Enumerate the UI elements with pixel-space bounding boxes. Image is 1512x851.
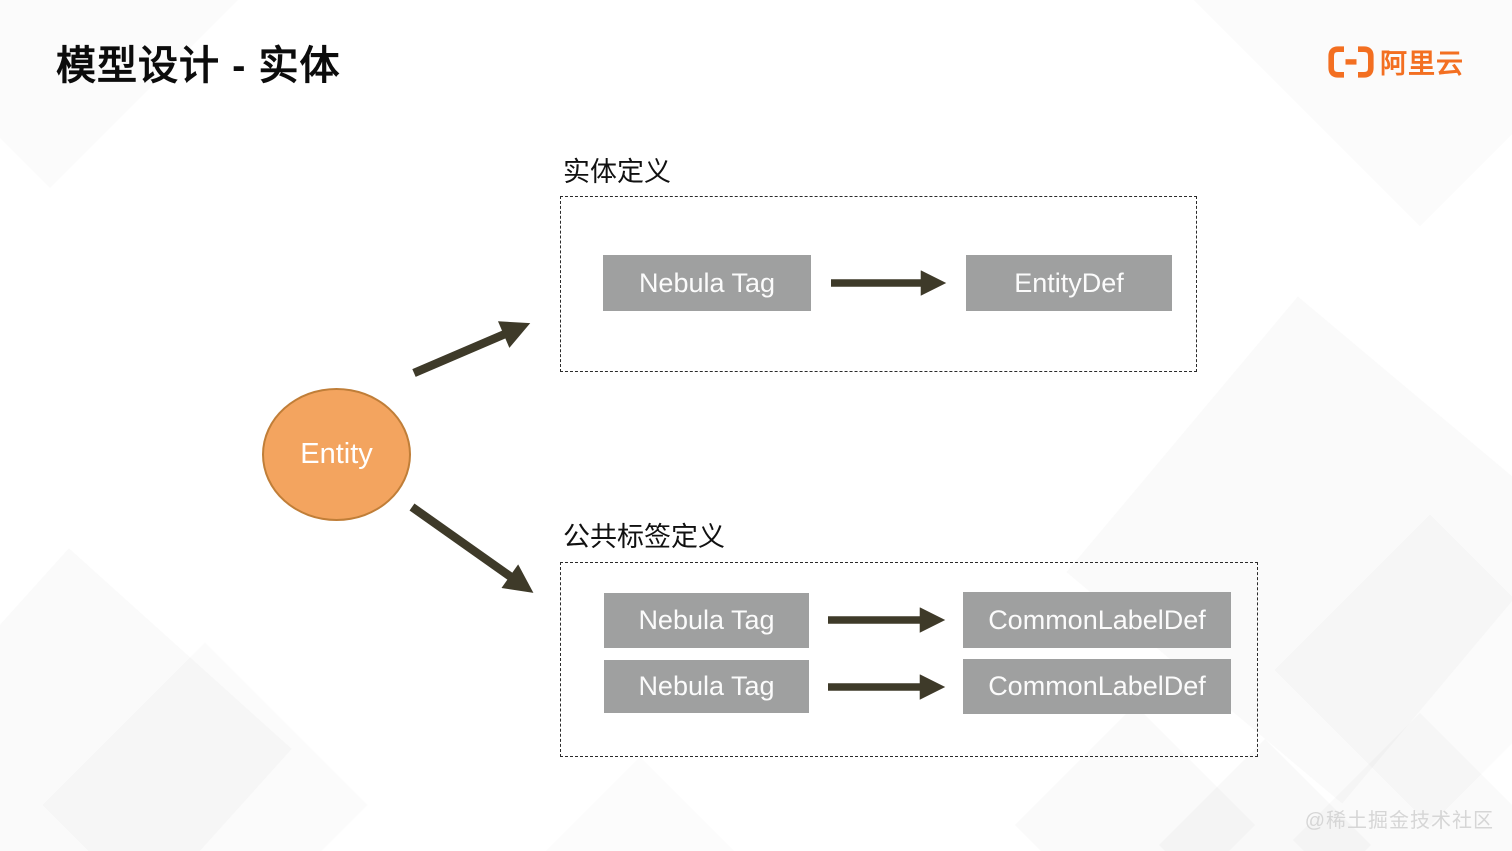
commonlabeldef-label: CommonLabelDef	[988, 671, 1206, 701]
entity-definition-group-label: 实体定义	[563, 157, 671, 187]
nebula-tag-node: Nebula Tag	[604, 593, 809, 648]
entity-to-common-label-definition-arrow-icon	[409, 503, 534, 593]
background-diamond-shape	[0, 0, 248, 188]
background-diamond-shape	[1194, 0, 1512, 226]
entitydef-label: EntityDef	[1014, 267, 1124, 298]
common-label-definition-group-box	[560, 562, 1258, 757]
nebula-tag-node: Nebula Tag	[604, 660, 809, 713]
background-diamond-shape	[527, 757, 753, 851]
common-label-definition-group-label: 公共标签定义	[563, 522, 725, 552]
page-title: 模型设计 - 实体	[56, 44, 341, 88]
entity-node-label: Entity	[300, 438, 373, 470]
juejin-watermark: @稀土掘金技术社区	[1304, 810, 1494, 832]
entity-to-entity-definition-arrow-icon	[412, 321, 531, 377]
commonlabeldef-label: CommonLabelDef	[988, 604, 1206, 635]
nebula-tag-label: Nebula Tag	[638, 267, 776, 298]
entity-definition-group-box	[560, 196, 1197, 372]
commonlabeldef-node: CommonLabelDef	[963, 592, 1231, 648]
alibaba-cloud-logo: 阿里云	[1328, 42, 1464, 81]
nebula-tag-label: Nebula Tag	[638, 671, 775, 701]
nebula-tag-node: Nebula Tag	[603, 255, 811, 311]
nebula-tag-label: Nebula Tag	[638, 605, 775, 635]
alibaba-cloud-brackets-icon	[1328, 45, 1374, 78]
entitydef-node: EntityDef	[966, 255, 1172, 311]
entity-node: Entity	[262, 388, 411, 521]
commonlabeldef-node: CommonLabelDef	[963, 659, 1231, 714]
alibaba-cloud-wordmark: 阿里云	[1380, 49, 1464, 79]
